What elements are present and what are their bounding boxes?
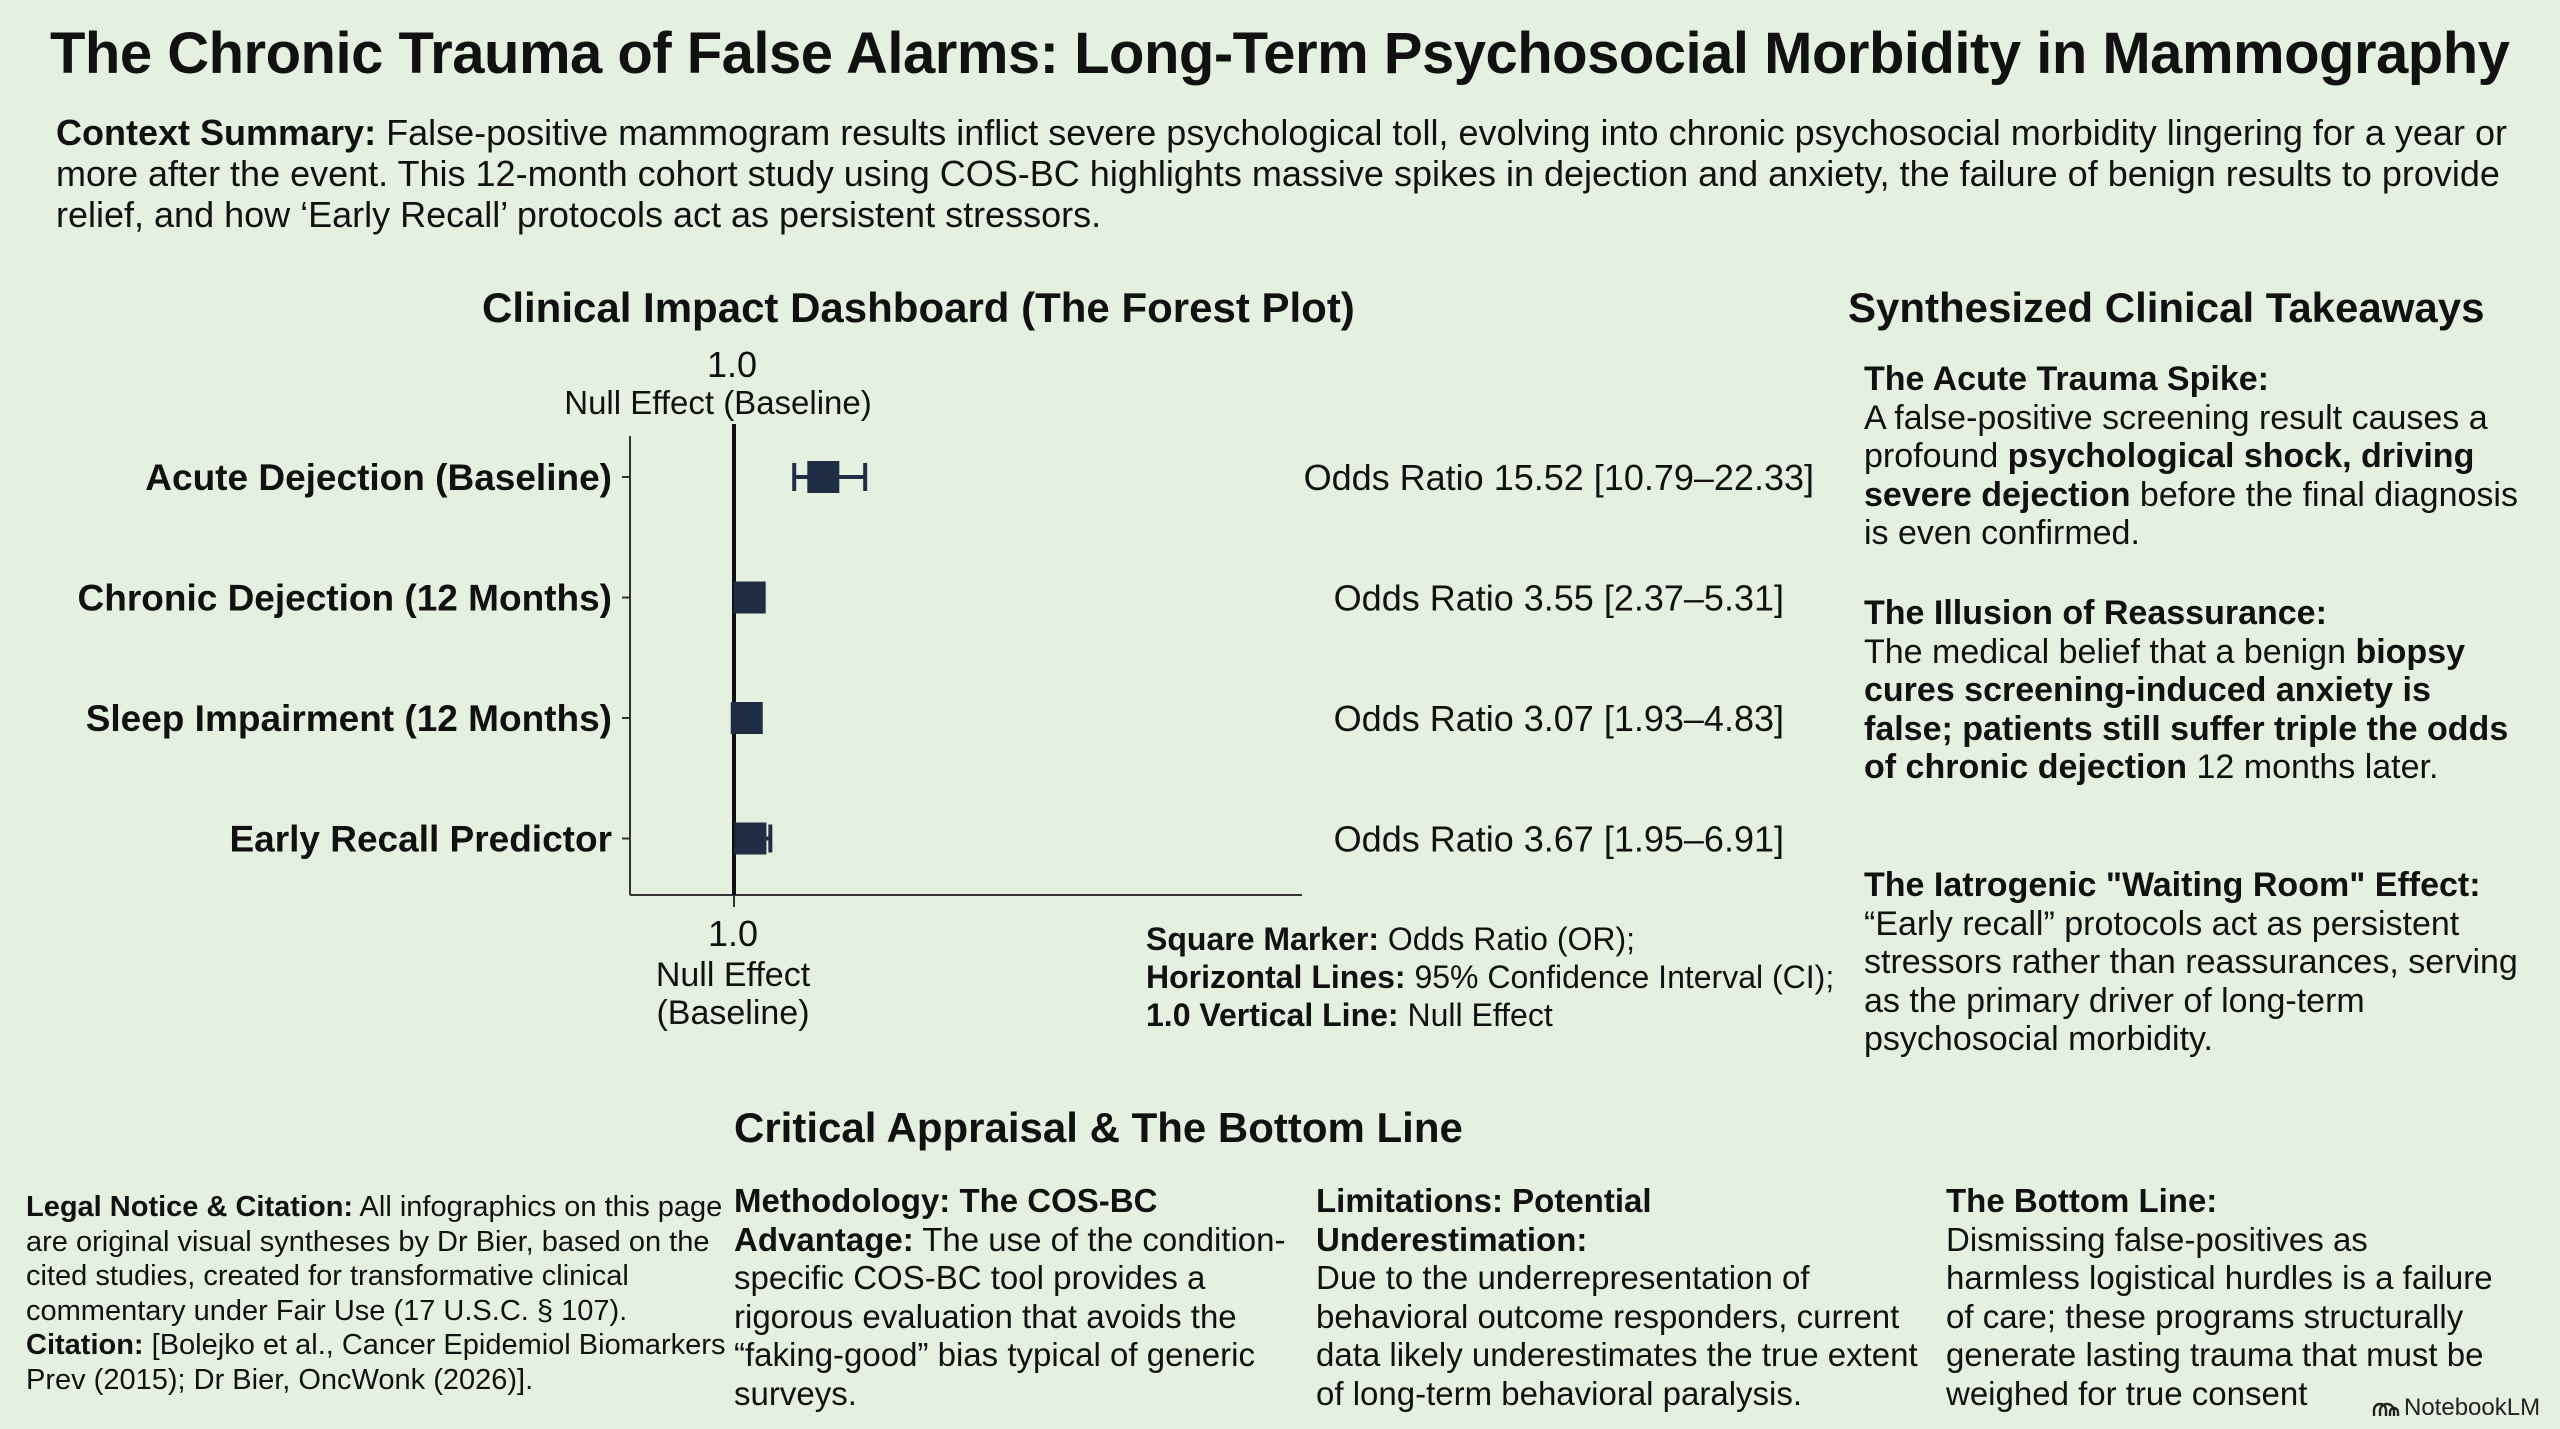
row-label: Early Recall Predictor	[229, 819, 612, 860]
or-data-label: Odds Ratio 15.52 [10.79–22.33]	[1304, 457, 1814, 498]
or-data-label: Odds Ratio 3.67 [1.95–6.91]	[1334, 819, 1784, 860]
or-square-marker	[730, 702, 763, 734]
legend-vline-label: 1.0 Vertical Line:	[1146, 997, 1399, 1033]
context-label: Context Summary:	[56, 112, 377, 153]
forest-plot: 1.0 Null Effect (Baseline) 1.0 Null Effe…	[78, 344, 1814, 1032]
null-label-bottom-2: (Baseline)	[656, 994, 809, 1032]
null-label-bottom-1: Null Effect	[656, 956, 811, 994]
plot-legend: Square Marker: Odds Ratio (OR); Horizont…	[1146, 920, 1834, 1034]
null-tick-label-top: 1.0	[707, 344, 757, 385]
null-label-top: Null Effect (Baseline)	[564, 384, 872, 421]
null-tick-label-bottom: 1.0	[708, 913, 758, 954]
methodology-head: Methodology: The COS-BC Advantage:	[734, 1182, 1158, 1258]
takeaway-bold: psychological shock, driving severe deje…	[1864, 437, 2475, 514]
notebooklm-watermark: NotebookLM	[2372, 1394, 2540, 1422]
limitations-column: Limitations: Potential Underestimation: …	[1316, 1182, 1926, 1413]
or-square-marker	[807, 461, 840, 493]
appraisal-title: Critical Appraisal & The Bottom Line	[734, 1104, 1463, 1151]
legend-square-label: Square Marker:	[1146, 921, 1379, 957]
takeaway-acute-trauma: The Acute Trauma Spike: A false-positive…	[1864, 360, 2524, 553]
takeaway-text-2: before the final diagnosis is even confi…	[1864, 475, 2518, 553]
takeaway-text-2: 12 months later.	[2187, 748, 2439, 786]
watermark-text: NotebookLM	[2404, 1394, 2541, 1421]
bottom-line-head: The Bottom Line:	[1946, 1182, 2218, 1219]
legal-label: Legal Notice & Citation:	[26, 1191, 354, 1223]
takeaway-text: The medical belief that a benign	[1864, 632, 2356, 671]
takeaway-head: The Illusion of Reassurance:	[1864, 594, 2327, 632]
row-label: Acute Dejection (Baseline)	[145, 457, 612, 498]
takeaway-head: The Acute Trauma Spike:	[1864, 360, 2269, 398]
page-title: The Chronic Trauma of False Alarms: Long…	[50, 21, 2510, 86]
legal-text: All infographics on this page are origin…	[26, 1191, 723, 1327]
methodology-column: Methodology: The COS-BC Advantage: The u…	[734, 1182, 1304, 1413]
dashboard-title: Clinical Impact Dashboard (The Forest Pl…	[482, 284, 1355, 331]
takeaway-text: A false-positive screening result causes…	[1864, 398, 2488, 476]
context-summary: Context Summary: False-positive mammogra…	[56, 112, 2516, 235]
takeaway-head: The Iatrogenic "Waiting Room" Effect:	[1864, 866, 2481, 904]
row-label: Sleep Impairment (12 Months)	[86, 698, 612, 739]
takeaway-waiting-room: The Iatrogenic "Waiting Room" Effect: “E…	[1864, 866, 2524, 1059]
notebooklm-logo-icon	[2372, 1402, 2400, 1416]
bottom-line-text: Dismissing false-positives as harmless l…	[1946, 1220, 2493, 1412]
methodology-text: The use of the condition-specific COS-BC…	[734, 1220, 1286, 1412]
context-text: False-positive mammogram results inflict…	[56, 112, 2507, 235]
limitations-text: Due to the underrepresentation of behavi…	[1316, 1259, 1918, 1412]
legal-notice: Legal Notice & Citation: All infographic…	[26, 1190, 726, 1397]
takeaway-text: “Early recall” protocols act as persiste…	[1864, 904, 2518, 1059]
or-data-label: Odds Ratio 3.07 [1.93–4.83]	[1334, 698, 1784, 739]
citation-text: [Bolejko et al., Cancer Epidemiol Biomar…	[26, 1329, 726, 1396]
takeaway-illusion-reassurance: The Illusion of Reassurance: The medical…	[1864, 594, 2524, 787]
takeaway-bold: biopsy cures screening-induced anxiety i…	[1864, 632, 2509, 787]
citation-label: Citation:	[26, 1329, 144, 1361]
bottom-line-column: The Bottom Line: Dismissing false-positi…	[1946, 1182, 2506, 1413]
limitations-head: Limitations: Potential Underestimation:	[1316, 1182, 1652, 1258]
legend-lines-label: Horizontal Lines:	[1146, 959, 1406, 995]
or-data-label: Odds Ratio 3.55 [2.37–5.31]	[1334, 578, 1784, 619]
takeaways-title: Synthesized Clinical Takeaways	[1848, 284, 2485, 331]
legend-vline-text: Null Effect	[1407, 997, 1553, 1033]
or-square-marker	[734, 822, 767, 855]
legend-lines-text: 95% Confidence Interval (CI);	[1414, 959, 1835, 995]
or-square-marker	[733, 581, 766, 614]
row-label: Chronic Dejection (12 Months)	[78, 578, 612, 619]
legend-square-text: Odds Ratio (OR);	[1387, 921, 1636, 957]
